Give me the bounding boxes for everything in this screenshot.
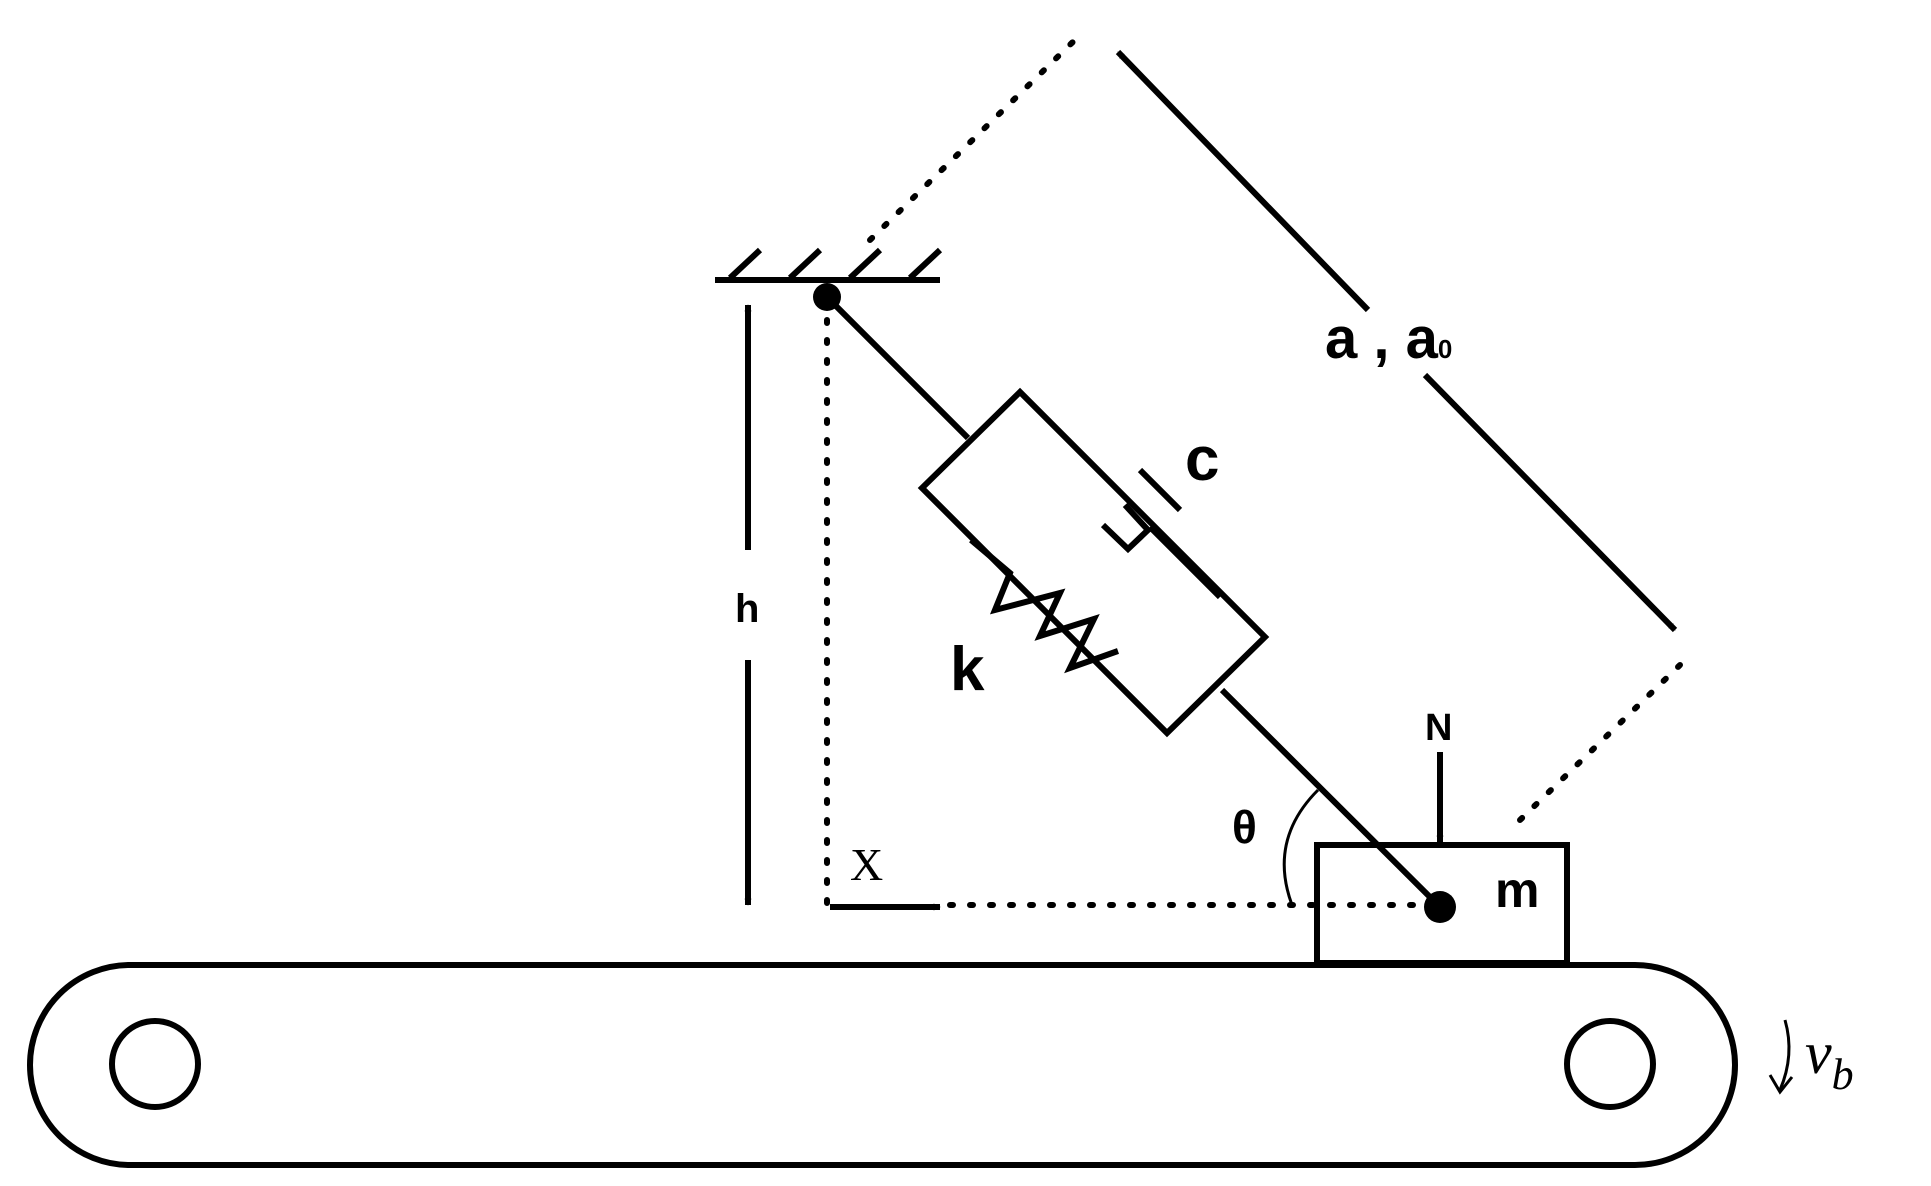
length-dimension bbox=[1115, 49, 1678, 633]
length-arrow-down bbox=[1422, 372, 1678, 633]
belt-velocity-label: vb bbox=[1805, 1020, 1854, 1099]
left-pulley bbox=[109, 1018, 201, 1110]
belt-velocity-subscript: b bbox=[1832, 1050, 1854, 1099]
link-assembly bbox=[824, 294, 1443, 910]
length-extension-bottom bbox=[1517, 662, 1683, 823]
angle-label: θ bbox=[1232, 801, 1257, 853]
length-label: a , a0 bbox=[1325, 306, 1452, 371]
spring-damper-housing bbox=[917, 387, 1270, 738]
link-upper-rod bbox=[824, 294, 971, 441]
spring-zigzag bbox=[969, 537, 1120, 674]
belt-velocity-indicator: vb bbox=[1768, 1019, 1854, 1099]
belt-velocity-arrowhead bbox=[1768, 1074, 1794, 1095]
height-label: h bbox=[735, 587, 759, 631]
damper-label: c bbox=[1185, 425, 1219, 494]
hatch-3 bbox=[847, 247, 883, 281]
belt-velocity-curved-arrow bbox=[1778, 1019, 1791, 1091]
conveyor-belt bbox=[27, 962, 1738, 1168]
spring-label: k bbox=[950, 635, 985, 704]
mass-attachment-point bbox=[1424, 891, 1456, 923]
length-extension-top bbox=[867, 32, 1083, 243]
construction-lines bbox=[824, 32, 1683, 908]
angle-arc bbox=[1282, 788, 1320, 906]
link-damper-rod bbox=[1147, 524, 1223, 600]
right-pulley bbox=[1564, 1018, 1656, 1110]
mass-label: m bbox=[1495, 862, 1539, 918]
normal-force-label: N bbox=[1425, 707, 1452, 749]
belt-body bbox=[27, 962, 1738, 1168]
fixed-support bbox=[715, 247, 943, 311]
mass-block: m bbox=[1314, 842, 1570, 966]
length-arrow-up bbox=[1115, 49, 1371, 313]
damper-piston bbox=[1137, 467, 1183, 513]
hatch-2 bbox=[787, 247, 823, 281]
hatch-4 bbox=[907, 247, 943, 281]
length-subscript: 0 bbox=[1438, 334, 1452, 364]
displacement-label: X bbox=[850, 839, 883, 890]
mass-box bbox=[1314, 842, 1570, 966]
hatch-1 bbox=[727, 247, 763, 281]
link-lower-rod bbox=[1219, 687, 1443, 910]
damper-cup bbox=[1100, 502, 1153, 554]
